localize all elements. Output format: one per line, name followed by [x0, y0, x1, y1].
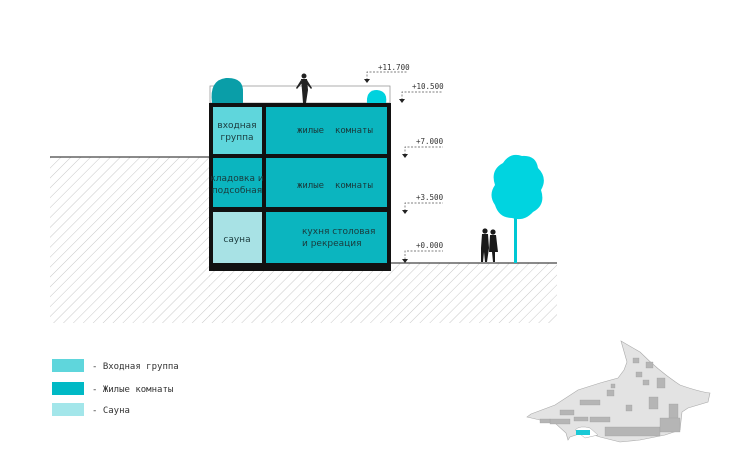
- people-silhouettes: [481, 228, 498, 262]
- room-sauna: [213, 212, 262, 263]
- level-11700: +11.700: [378, 63, 410, 72]
- storage-label-1: кладовка и: [210, 174, 264, 184]
- level-markers: [366, 71, 443, 263]
- level-arrows: [364, 79, 408, 263]
- legend: - Входная группа - Жилые комнаты - Сауна: [52, 359, 179, 416]
- kitchen-label-1: кухня столовая: [302, 227, 375, 237]
- level-7000: +7.000: [416, 137, 444, 146]
- living-mid-label: жилые комнаты: [297, 181, 373, 191]
- room-entrance: [213, 107, 262, 154]
- person-on-roof: [296, 73, 312, 103]
- roof-shrub-right: [366, 90, 387, 103]
- sauna-label: сауна: [223, 235, 250, 245]
- storage-label-2: подсобная: [212, 186, 262, 196]
- entrance-label-1: входная: [217, 121, 256, 131]
- level-3500: +3.500: [416, 193, 444, 202]
- legend-swatch-sauna: [52, 403, 84, 416]
- living-top-label: жилые комнаты: [297, 126, 373, 136]
- room-storage: [213, 158, 262, 207]
- room-kitchen: [266, 212, 387, 263]
- site-highlight: [576, 430, 590, 435]
- ground: [50, 156, 557, 323]
- level-10500: +10.500: [412, 82, 444, 91]
- room-living-top: [266, 107, 387, 154]
- building: входная группа жилые комнаты кладовка и …: [209, 103, 391, 271]
- legend-swatch-entrance: [52, 359, 84, 372]
- legend-label-sauna: - Сауна: [92, 406, 130, 416]
- site-plan-map: [526, 340, 711, 443]
- room-living-mid: [266, 158, 387, 207]
- entrance-label-2: группа: [220, 133, 253, 143]
- roof-shrub-left: [211, 77, 244, 103]
- tree: [491, 154, 544, 263]
- legend-label-entrance: - Входная группа: [92, 362, 179, 372]
- level-0000: +0.000: [416, 241, 444, 250]
- legend-label-living: - Жилые комнаты: [92, 385, 173, 395]
- kitchen-label-2: и рекреация: [302, 239, 362, 249]
- roof: [209, 73, 391, 104]
- legend-swatch-living: [52, 382, 84, 395]
